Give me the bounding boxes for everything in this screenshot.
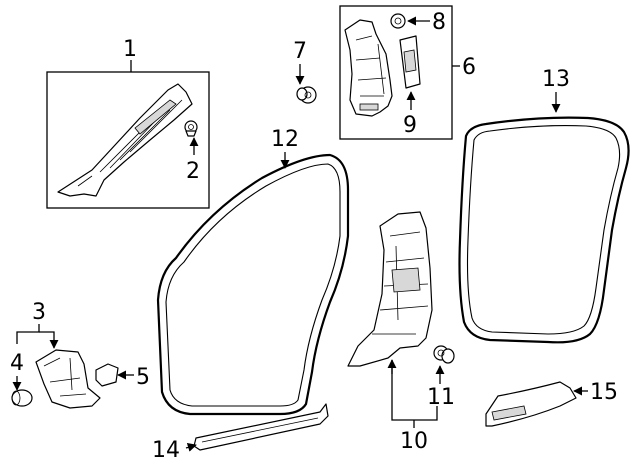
part-6-slot [359, 103, 379, 111]
part-1-detail [77, 99, 183, 187]
part-1-ribs [134, 99, 177, 135]
leader-3b [39, 331, 59, 349]
callout-2: 2 [186, 159, 200, 184]
callout-5: 5 [136, 365, 150, 390]
part-9-detail [403, 49, 417, 73]
callout-6: 6 [462, 55, 476, 80]
part-15-scuff-plate[interactable] [485, 381, 577, 427]
part-12-group: 12 [156, 127, 350, 416]
callout-7: 7 [293, 39, 307, 64]
callout-1: 1 [123, 37, 137, 62]
part-14-detail [201, 417, 319, 443]
part-11-clip[interactable] [433, 345, 455, 364]
leader-3 [16, 324, 40, 344]
part-10-pillar-lower-garnish[interactable] [347, 211, 433, 367]
part-3-detail [43, 357, 87, 397]
part-7-group: 7 [293, 39, 317, 104]
callout-13: 13 [542, 67, 570, 92]
part-14-scuff-plate[interactable] [193, 403, 329, 451]
callout-11: 11 [427, 385, 455, 410]
part-3-cowl-side-trim[interactable] [35, 349, 101, 409]
part-6-detail [355, 35, 387, 97]
callout-12: 12 [271, 127, 299, 152]
part-6-group: 8 9 6 [339, 5, 476, 140]
part-2-clip[interactable] [184, 120, 198, 137]
part-13-weatherstrip[interactable] [458, 116, 630, 344]
part-8-clip[interactable] [390, 13, 406, 29]
part-1-box [46, 71, 210, 209]
callout-10: 10 [400, 429, 428, 454]
part-1-group: 1 2 [46, 37, 210, 209]
callout-14: 14 [152, 438, 180, 463]
part-3-group: 3 4 5 [10, 300, 150, 409]
callout-9: 9 [403, 113, 417, 138]
callout-4: 4 [10, 351, 24, 376]
callout-15: 15 [590, 380, 618, 405]
part-7-clip[interactable] [296, 86, 317, 104]
part-15-group: 15 [485, 380, 618, 427]
part-5-clip[interactable] [95, 363, 119, 387]
callout-3: 3 [32, 300, 46, 325]
part-14-group: 14 [152, 403, 329, 463]
part-4-cap[interactable] [11, 389, 33, 407]
callout-8: 8 [432, 10, 446, 35]
part-13-group: 13 [458, 67, 630, 344]
part-13-weatherstrip-inner [466, 125, 621, 335]
part-10-ribs [391, 267, 421, 293]
part-10-group: 11 10 [347, 211, 455, 454]
part-6-b-pillar-upper-garnish[interactable] [344, 19, 393, 117]
part-12-weatherstrip-inner [165, 163, 341, 407]
leader-14 [185, 442, 197, 452]
part-6-box [339, 5, 453, 140]
part-15-detail [491, 405, 527, 421]
part-12-weatherstrip[interactable] [156, 153, 350, 416]
